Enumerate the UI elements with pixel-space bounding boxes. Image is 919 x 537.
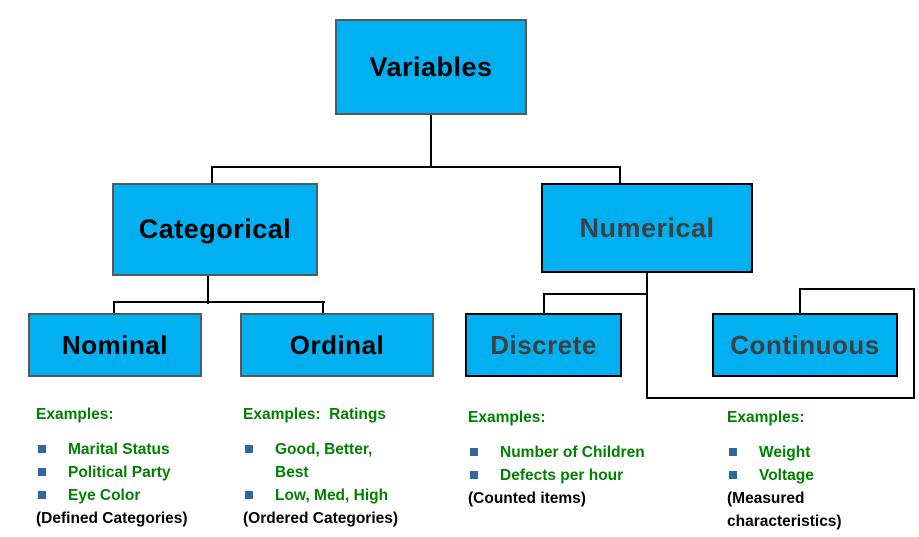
connector-bottom-horizontal bbox=[646, 397, 915, 399]
list-item-label: Marital Status bbox=[68, 441, 170, 458]
node-categorical: Categorical bbox=[112, 183, 318, 276]
node-discrete: Discrete bbox=[465, 313, 622, 377]
node-nominal: Nominal bbox=[28, 313, 202, 377]
list-item-label: Political Party bbox=[68, 464, 171, 481]
connector-variables-stem bbox=[430, 115, 432, 168]
list-item: Low, Med, High bbox=[243, 484, 401, 507]
list-item: Good, Better, Best bbox=[243, 438, 401, 484]
examples-column-ordinal: Examples: Ratings Good, Better, Best Low… bbox=[243, 403, 443, 530]
square-bullet-icon bbox=[470, 471, 478, 479]
list-item-label: Weight bbox=[759, 444, 811, 461]
examples-heading: Examples: Ratings bbox=[243, 406, 386, 423]
connector-discrete-horizontal bbox=[543, 293, 648, 295]
examples-column-continuous: Examples: Weight Voltage (Measured chara… bbox=[727, 406, 877, 533]
examples-note: (Measured characteristics) bbox=[727, 490, 842, 530]
list-item: Marital Status bbox=[36, 438, 236, 461]
list-item-label: Defects per hour bbox=[500, 467, 624, 484]
node-ordinal: Ordinal bbox=[240, 313, 434, 377]
examples-heading: Examples: bbox=[36, 406, 114, 423]
examples-note: (Ordered Categories) bbox=[243, 510, 399, 527]
list-item-label: Number of Children bbox=[500, 444, 645, 461]
list-item-label: Low, Med, High bbox=[275, 487, 389, 504]
list-item: Political Party bbox=[36, 461, 236, 484]
square-bullet-icon bbox=[38, 491, 46, 499]
list-item: Eye Color bbox=[36, 484, 236, 507]
examples-note: (Counted items) bbox=[468, 490, 586, 507]
square-bullet-icon bbox=[38, 445, 46, 453]
list-item-label: Voltage bbox=[759, 467, 814, 484]
connector-continuous-drop bbox=[799, 288, 801, 315]
list-item-label: Good, Better, Best bbox=[275, 441, 373, 481]
connector-categorical-drop bbox=[211, 166, 213, 185]
connector-ordinal-drop bbox=[322, 301, 324, 315]
examples-heading: Examples: bbox=[468, 409, 546, 426]
list-item: Voltage bbox=[727, 464, 877, 487]
examples-note: (Defined Categories) bbox=[36, 510, 188, 527]
connector-discrete-drop bbox=[543, 293, 545, 315]
examples-list: Number of Children Defects per hour bbox=[468, 441, 683, 487]
square-bullet-icon bbox=[245, 445, 253, 453]
list-item: Number of Children bbox=[468, 441, 683, 464]
examples-list: Good, Better, Best Low, Med, High bbox=[243, 438, 443, 507]
node-numerical: Numerical bbox=[541, 183, 753, 273]
node-variables: Variables bbox=[335, 19, 527, 115]
connector-right-vertical bbox=[913, 288, 915, 399]
connector-level1-horizontal bbox=[211, 166, 621, 168]
square-bullet-icon bbox=[245, 491, 253, 499]
connector-continuous-horizontal bbox=[799, 288, 915, 290]
square-bullet-icon bbox=[729, 471, 737, 479]
examples-heading: Examples: bbox=[727, 409, 805, 426]
list-item: Weight bbox=[727, 441, 877, 464]
connector-level2-left-horizontal bbox=[113, 301, 325, 303]
examples-list: Marital Status Political Party Eye Color bbox=[36, 438, 236, 507]
list-item: Defects per hour bbox=[468, 464, 683, 487]
examples-column-discrete: Examples: Number of Children Defects per… bbox=[468, 406, 683, 510]
examples-column-nominal: Examples: Marital Status Political Party… bbox=[36, 403, 236, 530]
examples-list: Weight Voltage bbox=[727, 441, 877, 487]
square-bullet-icon bbox=[729, 448, 737, 456]
square-bullet-icon bbox=[470, 448, 478, 456]
connector-nominal-drop bbox=[113, 301, 115, 315]
list-item-label: Eye Color bbox=[68, 487, 141, 504]
node-continuous: Continuous bbox=[712, 313, 898, 377]
connector-numerical-drop bbox=[619, 166, 621, 185]
connector-categorical-stem bbox=[207, 274, 209, 304]
square-bullet-icon bbox=[38, 468, 46, 476]
connector-numerical-trunk bbox=[646, 271, 648, 399]
